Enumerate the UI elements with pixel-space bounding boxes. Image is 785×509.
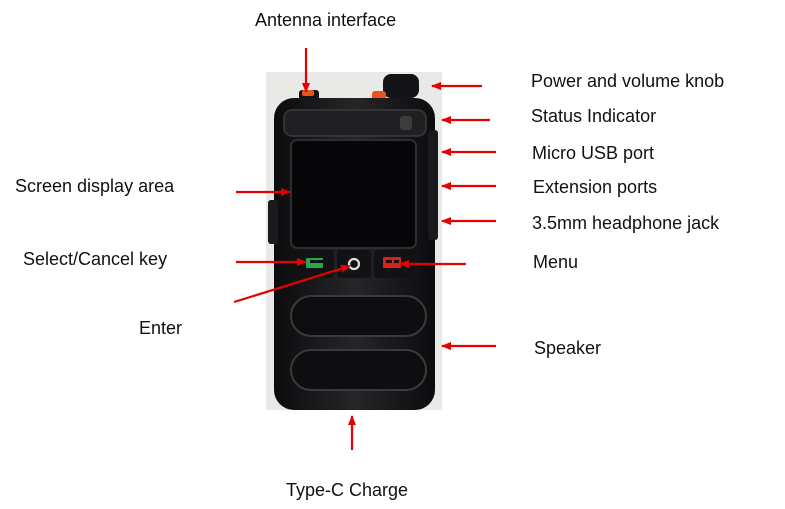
top-bezel — [283, 109, 427, 137]
power-volume-knob-label: Power and volume knob — [531, 71, 725, 91]
speaker-grille-bottom — [290, 349, 427, 391]
select-cancel-label: Select/Cancel key — [23, 249, 168, 269]
side-ports-cover — [428, 130, 438, 240]
side-key — [268, 200, 278, 244]
status-indicator-light — [400, 116, 412, 130]
status-indicator-label: Status Indicator — [531, 106, 657, 126]
screen-display-label: Screen display area — [15, 176, 175, 196]
menu-key-icon-cutout-1 — [386, 260, 392, 263]
speaker-grille-top — [290, 295, 427, 337]
menu-key-icon-cutout-2 — [394, 260, 399, 263]
speaker-label: Speaker — [534, 338, 602, 358]
enter-arrow — [233, 264, 351, 304]
extension-ports-label: Extension ports — [533, 177, 658, 197]
enter-label: Enter — [139, 318, 183, 338]
micro-usb-label: Micro USB port — [532, 143, 655, 163]
antenna-interface-label: Antenna interface — [255, 10, 397, 30]
antenna-connector-tip — [302, 90, 314, 96]
enter-key-circle-icon — [347, 257, 361, 271]
screen-display — [290, 139, 417, 249]
enter-key — [337, 250, 371, 278]
menu-label: Menu — [533, 252, 579, 272]
power-volume-knob — [383, 74, 419, 98]
headphone-jack-label: 3.5mm headphone jack — [532, 213, 720, 233]
typec-charge-label: Type-C Charge — [286, 480, 409, 500]
select-key-icon-cutout — [310, 260, 323, 263]
